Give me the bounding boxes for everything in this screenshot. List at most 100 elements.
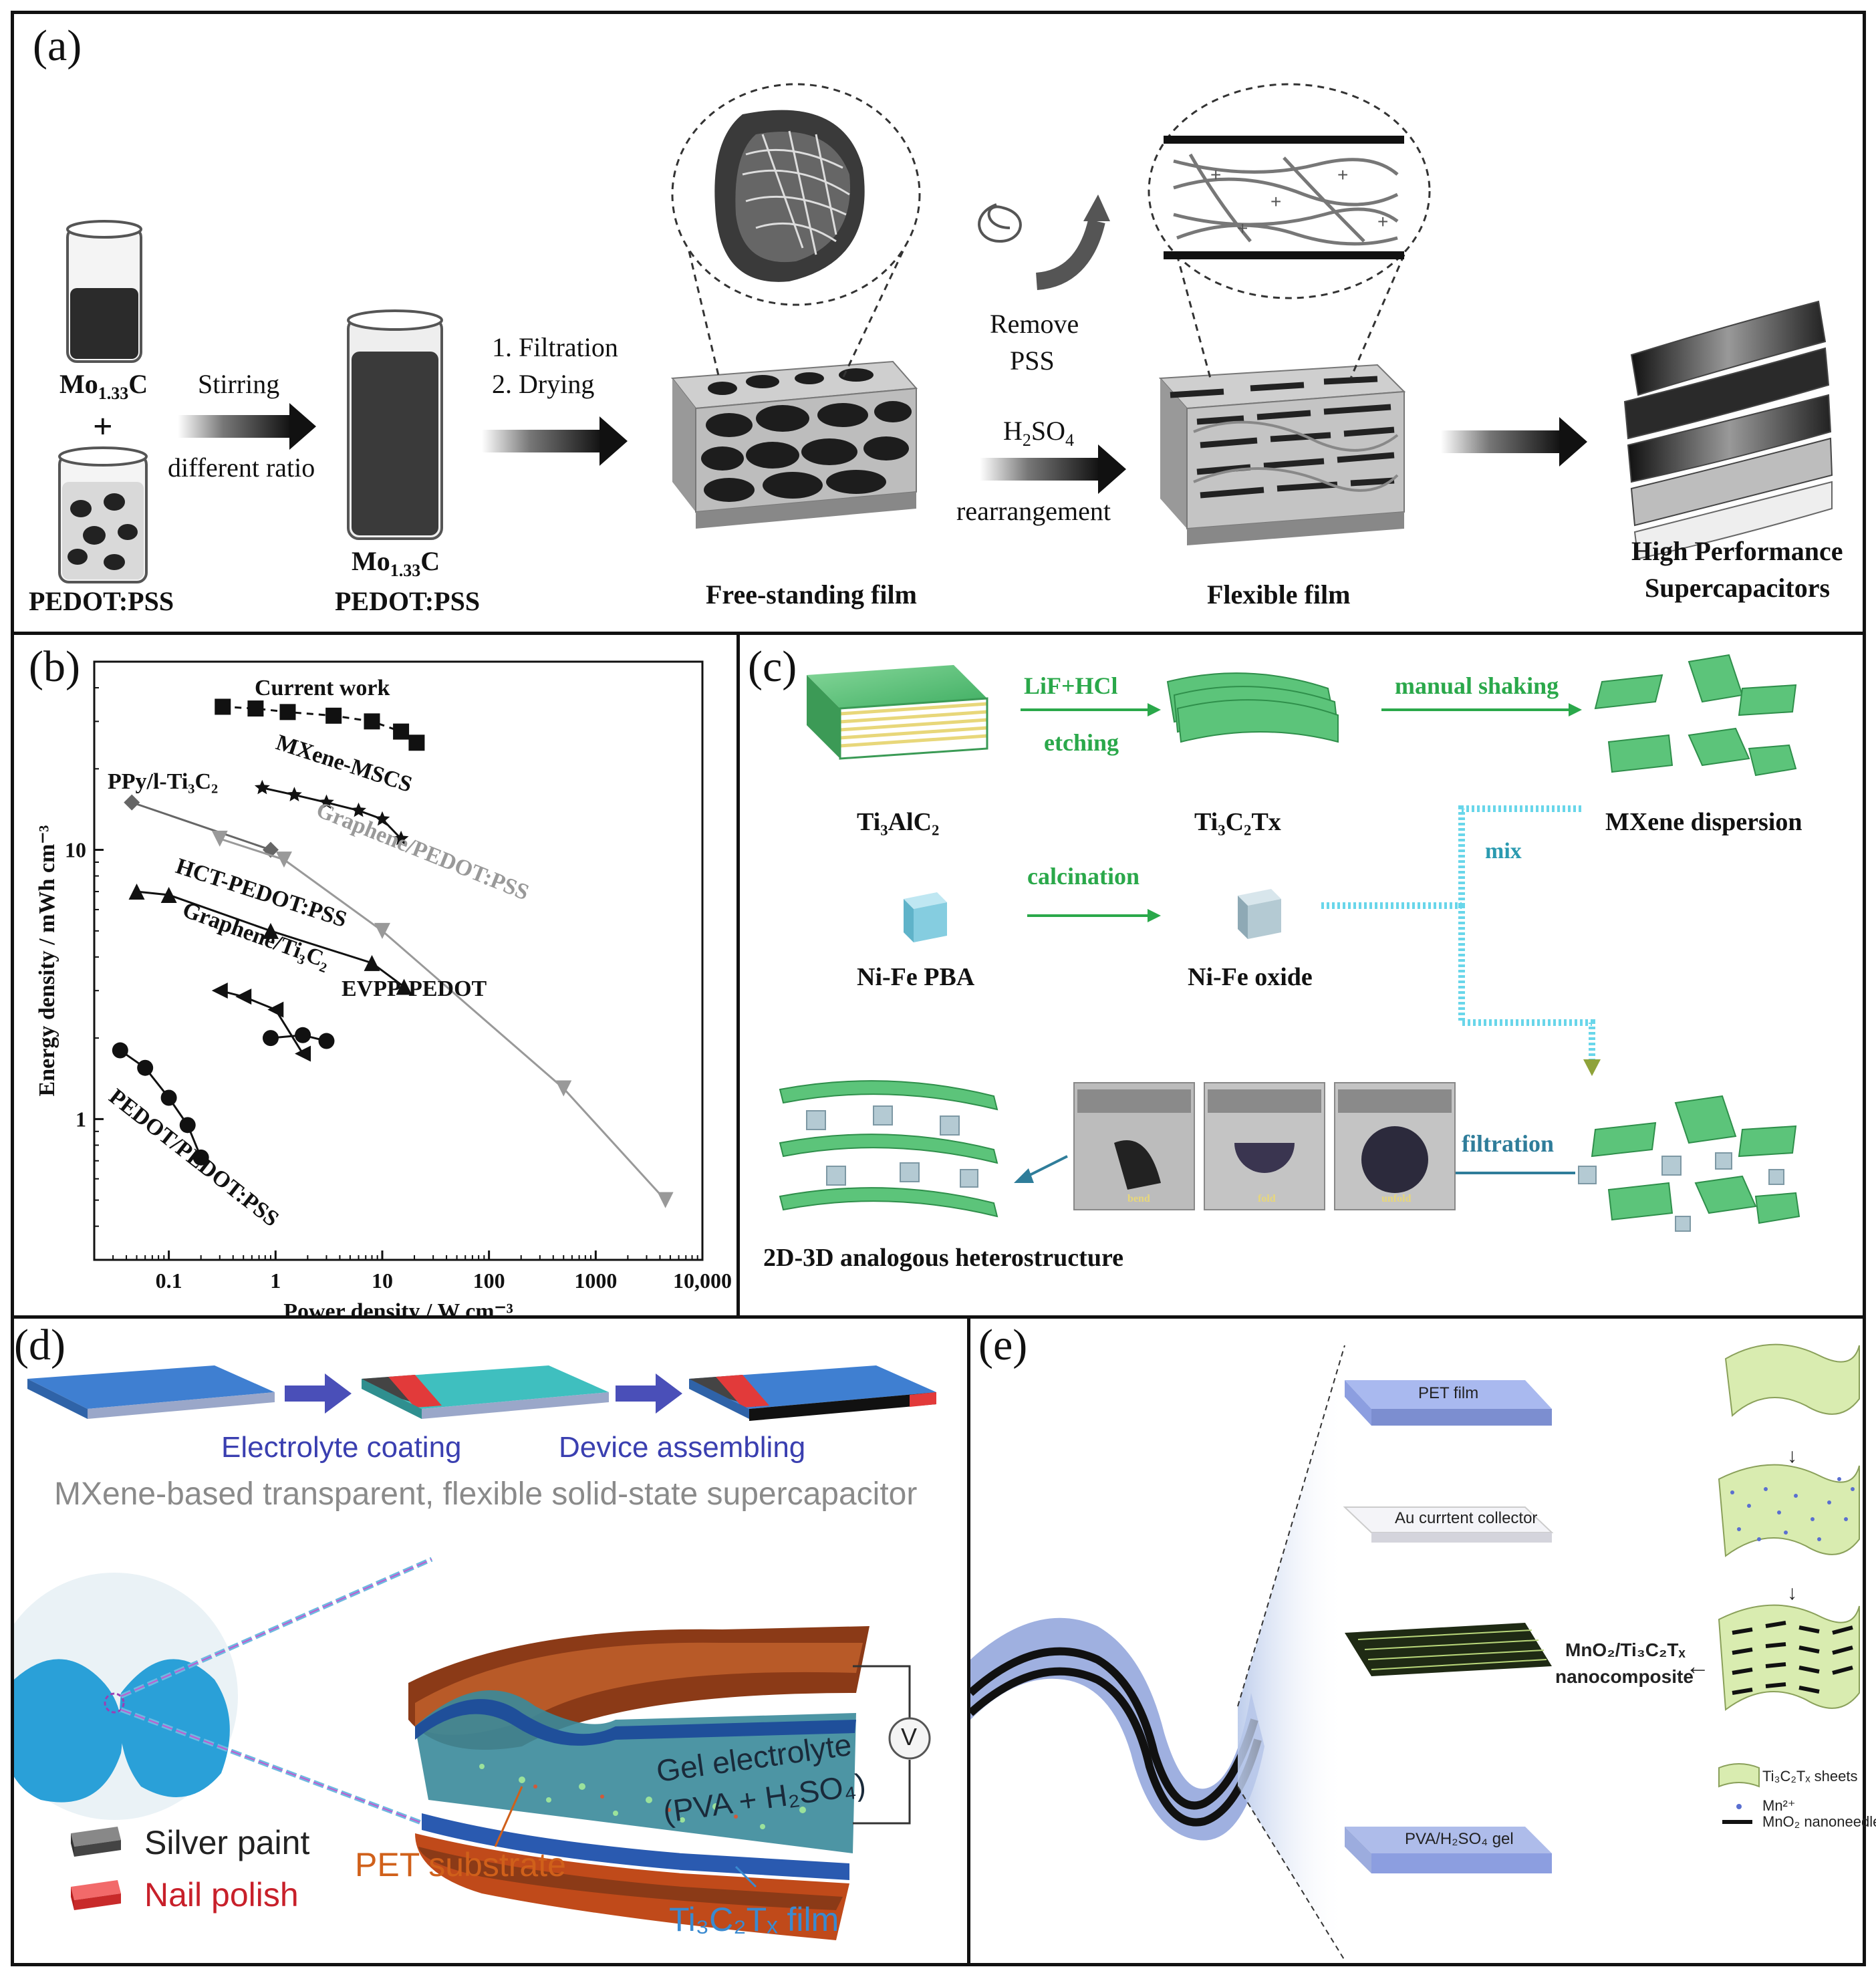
legend-sheets-label: Ti₃C₂Tₓ sheets xyxy=(1762,1768,1858,1785)
device-assembling-label: Device assembling xyxy=(559,1431,806,1464)
device-title-label: MXene-based transparent, flexible solid-… xyxy=(54,1476,918,1512)
x-tick-label: 1 xyxy=(270,1269,281,1293)
mix-label: mix xyxy=(1485,839,1522,864)
mno2-composite-layer-icon xyxy=(1345,1623,1552,1676)
x-tick-label: 100 xyxy=(473,1269,505,1293)
series-4-point-3 xyxy=(364,954,380,971)
unfold-label: unfold xyxy=(1381,1193,1412,1204)
series-1-point-3 xyxy=(351,802,366,817)
x-tick-label: 0.1 xyxy=(156,1269,182,1293)
supercapacitor-sheets-icon xyxy=(1623,300,1833,560)
series-3-point-3 xyxy=(555,1080,572,1097)
different-ratio-label: different ratio xyxy=(168,452,315,483)
series-4-point-2 xyxy=(262,922,279,939)
legend-needle-label: MnO₂ nanoneedle xyxy=(1762,1813,1876,1830)
manual-shaking-label: manual shaking xyxy=(1395,672,1559,699)
mixed-beaker-icon xyxy=(347,309,443,540)
bend-photo xyxy=(1073,1082,1195,1210)
x-tick-label: 10 xyxy=(372,1269,393,1293)
series-4-point-1 xyxy=(160,887,177,904)
silver-paint-swatch-icon xyxy=(71,1827,121,1857)
heterostructure-label: 2D-3D analogous heterostructure xyxy=(763,1244,1123,1272)
panel-d: (d) xyxy=(11,1315,970,1966)
series-0-point-4 xyxy=(364,713,380,730)
free-standing-label: Free-standing film xyxy=(706,579,917,610)
mix-path xyxy=(1321,805,1595,1063)
free-standing-film-icon xyxy=(671,360,918,529)
stirring-label: Stirring xyxy=(198,369,280,399)
panel-a-art: + + + + + xyxy=(58,83,1833,583)
zoom-circle-1 xyxy=(671,83,921,379)
plus-label: + xyxy=(93,408,113,446)
step-arrow-1-icon xyxy=(285,1373,352,1414)
series-7-point-3 xyxy=(179,1117,196,1134)
series-5-point-2 xyxy=(267,1001,284,1018)
pedot-beaker-icon xyxy=(58,446,148,583)
svg-text:+: + xyxy=(1270,191,1281,212)
rearrangement-label: rearrangement xyxy=(956,496,1111,526)
y-axis-label: Energy density / mWh cm⁻³ xyxy=(35,825,59,1097)
nail-polish-label: Nail polish xyxy=(144,1876,299,1914)
y-tick-label: 10 xyxy=(65,838,86,862)
unfold-photo xyxy=(1334,1082,1456,1210)
h2so4-label: H2SO4 xyxy=(1003,416,1075,450)
series-label-3: Graphene/PEDOT:PSS xyxy=(313,797,533,905)
legend-mn-label: Mn²⁺ xyxy=(1762,1797,1796,1814)
photo-arrow-icon xyxy=(1014,1155,1068,1183)
series-6-point-2 xyxy=(318,1033,335,1049)
series-0-point-6 xyxy=(408,735,425,751)
series-0-point-5 xyxy=(393,723,410,740)
pedot-label-2: PEDOT:PSS xyxy=(335,586,481,616)
electrolyte-coating-label: Electrolyte coating xyxy=(221,1431,462,1464)
series-0-point-1 xyxy=(247,700,264,717)
series-line-2 xyxy=(131,801,271,851)
pva-gel-layer-icon xyxy=(1345,1827,1552,1873)
mno2-composite-label-1: MnO₂/Ti₃C₂Tₓ xyxy=(1565,1639,1686,1660)
arrow-4-icon xyxy=(1441,417,1587,467)
calcination-label: calcination xyxy=(1027,863,1140,890)
panel-d-art xyxy=(14,1365,936,1940)
svg-text:+: + xyxy=(1337,164,1348,185)
film-pointer xyxy=(734,1865,757,1888)
series-5-point-3 xyxy=(295,1045,311,1062)
voltmeter-icon xyxy=(853,1665,931,1825)
fold-label: fold xyxy=(1258,1193,1276,1204)
filtration-label: 1. Filtration xyxy=(492,332,618,362)
x-tick-label: 10,000 xyxy=(673,1269,732,1293)
fold-photo xyxy=(1204,1082,1325,1210)
arrow-2-icon xyxy=(482,416,628,466)
legend-mn-icon xyxy=(1736,1804,1742,1809)
series-6-point-0 xyxy=(262,1030,279,1047)
ti3alc2-stack-icon xyxy=(807,665,988,760)
series-line-5 xyxy=(219,989,304,1055)
series-1-point-2 xyxy=(319,794,334,809)
step-arrow-2-icon xyxy=(616,1373,682,1414)
bend-label: bend xyxy=(1127,1193,1150,1204)
zoom-beam xyxy=(1238,1345,1345,1960)
svg-text:+: + xyxy=(1210,164,1221,185)
mno2-composite-label-2: nanocomposite xyxy=(1555,1666,1694,1687)
silver-paint-label: Silver paint xyxy=(144,1824,310,1861)
svg-text:+: + xyxy=(1377,211,1388,232)
mxene-dispersion-label: MXene dispersion xyxy=(1605,808,1802,836)
panel-c: (c) xyxy=(736,632,1866,1319)
au-collector-layer-icon xyxy=(1343,1506,1554,1543)
mn-sheet-icon xyxy=(1718,1464,1860,1557)
series-1-point-1 xyxy=(287,787,302,801)
pet-substrate-label: PET substrate xyxy=(355,1846,566,1883)
pet-pointer xyxy=(494,1786,523,1847)
series-1-point-4 xyxy=(374,811,390,826)
series-3-point-4 xyxy=(657,1192,674,1208)
series-label-7: PEDOT/PEDOT:PSS xyxy=(104,1084,283,1232)
nife-oxide-cube-icon xyxy=(1238,889,1281,939)
svg-text:+: + xyxy=(1237,218,1248,239)
series-7-point-4 xyxy=(192,1149,209,1166)
remove-label: Remove xyxy=(990,309,1079,339)
series-4-point-0 xyxy=(128,883,145,900)
y-tick-label: 1 xyxy=(76,1107,86,1131)
series-6-point-1 xyxy=(295,1027,311,1043)
panel-a-label: (a) xyxy=(33,21,82,70)
arrow-3-icon xyxy=(980,444,1126,494)
calcination-arrow-icon xyxy=(1027,909,1161,922)
